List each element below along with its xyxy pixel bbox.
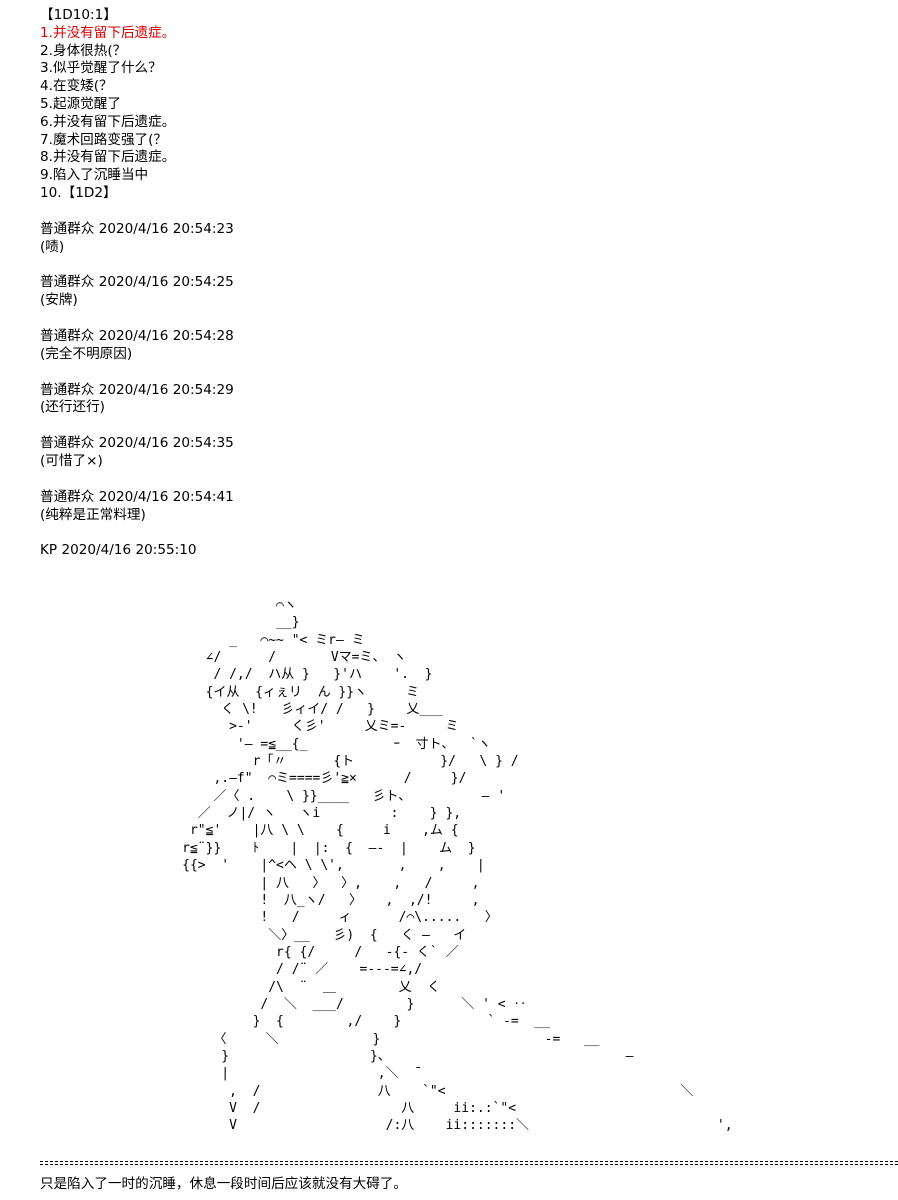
option-5: 5.起源觉醒了 xyxy=(40,95,121,112)
roll-header: 【1D10:1】 xyxy=(40,7,117,23)
comment-text: (啧) xyxy=(40,238,65,255)
comment-timestamp: 2020/4/16 20:54:23 xyxy=(98,220,234,237)
comment-header: 普通群众 2020/4/16 20:54:25 xyxy=(40,274,880,292)
comment-author: 普通群众 xyxy=(40,435,95,452)
comment-author: 普通群众 xyxy=(40,381,95,398)
comment-author: 普通群众 xyxy=(40,327,95,344)
comment-author: 普通群众 xyxy=(40,274,95,291)
divider-line xyxy=(40,1164,898,1165)
comment-text: (可惜了×) xyxy=(40,452,103,469)
kp-author: KP xyxy=(40,542,58,559)
option-3: 3.似乎觉醒了什么？ xyxy=(40,60,162,77)
comment-timestamp: 2020/4/16 20:54:28 xyxy=(98,327,234,344)
comment-text: (安牌) xyxy=(40,292,78,309)
comment-author: 普通群众 xyxy=(40,220,95,237)
option-4: 4.在变矮(？ xyxy=(40,78,113,95)
comment-timestamp: 2020/4/16 20:54:41 xyxy=(98,488,234,505)
comment-header: 普通群众 2020/4/16 20:54:35 xyxy=(40,435,880,453)
comment-text: (还行还行) xyxy=(40,399,105,416)
option-9: 9.陷入了沉睡当中 xyxy=(40,167,149,184)
option-6: 6.并没有留下后遗症。 xyxy=(40,113,176,130)
option-1: 1.并没有留下后遗症。 xyxy=(40,24,176,41)
comment-text: (完全不明原因) xyxy=(40,345,133,362)
comment-timestamp: 2020/4/16 20:54:29 xyxy=(98,381,234,398)
comment-header: 普通群众 2020/4/16 20:54:28 xyxy=(40,328,880,346)
comment-timestamp: 2020/4/16 20:54:25 xyxy=(98,274,234,291)
kp-timestamp: 2020/4/16 20:55:10 xyxy=(61,542,197,559)
closing-narration: 只是陷入了一时的沉睡，休息一段时间后应该就没有大碍了。 xyxy=(40,1176,408,1192)
comment-header: 普通群众 2020/4/16 20:54:29 xyxy=(40,382,880,400)
comment-header: 普通群众 2020/4/16 20:54:23 xyxy=(40,221,880,239)
option-8: 8.并没有留下后遗症。 xyxy=(40,149,176,166)
comment-header: 普通群众 2020/4/16 20:54:41 xyxy=(40,489,880,507)
dice-roll-post: 【1D10:1】 1.并没有留下后遗症。 2.身体很热(？ 3.似乎觉醒了什么？… xyxy=(40,7,880,560)
divider-line xyxy=(40,1161,898,1162)
kp-post-header: KP 2020/4/16 20:55:10 xyxy=(40,542,880,560)
option-2: 2.身体很热(？ xyxy=(40,42,127,59)
comment-text: (纯粹是正常料理) xyxy=(40,506,146,523)
ascii-art-character: ⌒ヽ __} _ ⌒~~ "< ミr― ミ ∠/ / Vマ=ミ、 ヽ / /,/… xyxy=(182,598,733,1134)
option-10: 10.【1D2】 xyxy=(40,184,117,201)
comment-timestamp: 2020/4/16 20:54:35 xyxy=(98,435,234,452)
option-7: 7.魔术回路变强了(？ xyxy=(40,131,168,148)
comment-author: 普通群众 xyxy=(40,488,95,505)
